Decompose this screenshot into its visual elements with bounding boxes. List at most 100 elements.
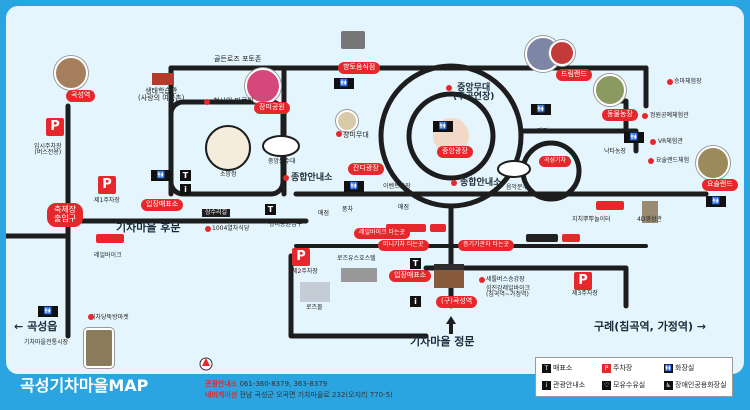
legend-nursing-icon: ♡: [602, 380, 611, 390]
maejeom-right-label: 매점: [537, 128, 549, 135]
legend-restroom: 🚻화장실: [664, 363, 694, 373]
sunflower-dot: [667, 79, 673, 85]
rose-stage-photo: [336, 110, 358, 132]
gokseong-train-pill: 곡성기차: [539, 156, 572, 167]
nav-contact-label: 네비게이션: [205, 391, 238, 399]
zoo-pill: 동물농장: [602, 109, 638, 121]
yosul-exp-label: 요술랜드체험: [656, 157, 690, 164]
train-steam: [526, 234, 580, 242]
market-photo: [84, 328, 114, 368]
rose-cafe-label: 로즈유스호스텔: [337, 255, 376, 262]
nav-contact-value: 전남 곡성군 오곡면 기차마을로 232(오지리 770-5): [239, 391, 393, 399]
legend-nursing: ♡모유수유실: [602, 380, 645, 390]
train-left-icon: [96, 234, 124, 243]
train-steam-car: [562, 234, 580, 242]
train-display-car: [596, 201, 624, 210]
rose-garden-pill: 장미공원: [254, 102, 290, 114]
road-lower-left: [288, 253, 429, 339]
arrow-left-icon: ←: [14, 320, 24, 333]
seomjin-bus-label: 세틀버스승강장: [486, 276, 525, 283]
info-center-left-label: 종합안내소: [291, 173, 333, 183]
fountain-label: 중앙분수대: [268, 158, 296, 165]
maejeom-label: 매점: [318, 210, 330, 217]
info-left-dot: [283, 175, 289, 181]
seomjin-bus-dot: [479, 277, 485, 283]
music-fountain2-label: 음악분수: [506, 184, 529, 191]
jungwon-dot: [642, 113, 648, 119]
road-network: [6, 63, 709, 371]
rose-mall-building: [341, 268, 377, 282]
gokseong-station-pill: 곡성역: [66, 90, 96, 102]
pavilion-label: 소망정: [220, 171, 237, 178]
legend-restroom-label: 화장실: [675, 364, 695, 372]
event-plaza-label: 이벤트광장: [383, 183, 411, 190]
legend-parking-label: 주차장: [613, 364, 633, 372]
legend-info-label: 관광안내소: [553, 381, 586, 389]
legend-restroom-icon: 🚻: [664, 363, 673, 373]
legend-info-icon: i: [542, 380, 551, 390]
legend-ticket-label: 매표소: [553, 364, 573, 372]
train-dorm-label: 기차당뚝방마켓: [90, 314, 129, 321]
pungcha-label: 풍차: [342, 206, 354, 213]
crafts-label: VR체험관: [658, 138, 683, 145]
yosul-photo: [696, 146, 730, 180]
eco-center-label: 생태학습관 (사랑의 여름촌): [138, 87, 185, 102]
map-panel: 곡성역 장미공원 향토음식점 중앙광장 잔디광장 드림랜드 동물농장 요술랜드 …: [6, 6, 744, 374]
restaurant-building: [341, 31, 365, 49]
zoo-photo: [594, 74, 626, 106]
tour-contact-label: 관광안내소: [205, 380, 238, 388]
maejeom2-label: 매점: [398, 204, 410, 211]
temp-parking-label: 임시주차장 (버스전용): [34, 143, 62, 156]
parking3-icon: P: [574, 272, 592, 290]
info-right-dot: [451, 180, 457, 186]
cinema4d-building: [642, 201, 658, 223]
mini-train-stop-pill: 미니기차 타는곳: [378, 240, 429, 251]
restroom7-icon: 🚻: [344, 181, 364, 192]
train-left-car: [96, 234, 124, 243]
fountain-ellipse: [262, 135, 300, 157]
steam-train-stop-pill: 증기기관차 타는곳: [458, 240, 515, 251]
station-1004-label: 1004열차식당: [212, 225, 250, 232]
south-arrow-shaft: [449, 324, 453, 334]
rose-youth-building: [300, 282, 330, 302]
parking2-icon: P: [292, 248, 310, 266]
parking2-label: 제2주차장: [292, 268, 318, 275]
yosul-pill: 요술랜드: [702, 179, 738, 191]
rose-maze-label: 천사의 미로원: [213, 97, 254, 105]
eco-center-building: [152, 73, 174, 85]
music-fountain-ellipse: [497, 160, 531, 178]
dreamland-pill: 드림랜드: [556, 69, 592, 81]
restroom3-icon: 🚻: [334, 78, 354, 89]
gokseong-station-photo: [54, 56, 88, 90]
train-display-icon: [596, 201, 624, 210]
restroom1-icon: 🚻: [151, 170, 171, 181]
rose-maze-dot: [204, 99, 210, 105]
old-station-pill: (구)곡성역: [436, 296, 478, 308]
restroom8-icon: 🚻: [38, 306, 58, 317]
restroom5-icon: 🚻: [706, 196, 726, 207]
arrow-right-icon: →: [696, 320, 707, 333]
nav-contact: 네비게이션 전남 곡성군 오곡면 기차마을로 232(오지리 770-5): [205, 390, 393, 400]
seomjin-rail-label: 섬진강레일바이크 (침곡역~가정역): [486, 285, 531, 298]
info1-icon: i: [180, 184, 191, 195]
restroom2-icon: 🚻: [531, 104, 551, 115]
legend-accessible: ♿장애인공용화장실: [664, 380, 727, 390]
train-dorm-dot: [88, 314, 94, 320]
ferris-wheel-icon: [549, 40, 575, 66]
legend-nursing-label: 모유수유실: [613, 381, 646, 389]
old-station-building: [434, 264, 464, 288]
tour-contact-value: 061-360-8379, 363-8379: [239, 380, 328, 388]
temp-parking-icon: P: [46, 118, 64, 136]
local-market-label: 기차마을전통시장: [24, 339, 69, 346]
info2-icon: i: [410, 296, 421, 307]
ticket1-pill: 입장매표소: [141, 199, 184, 211]
parking3-label: 제3주차장: [572, 290, 598, 297]
rail-bike-loop-label: 레일바이크: [94, 252, 122, 259]
rose-entry-label: 장미공원입구: [269, 221, 303, 228]
rail-bike-stop-pill: 레일바이크 타는곳: [354, 228, 411, 239]
station-1004-dot: [205, 226, 211, 232]
road-lower-right: [423, 265, 629, 309]
